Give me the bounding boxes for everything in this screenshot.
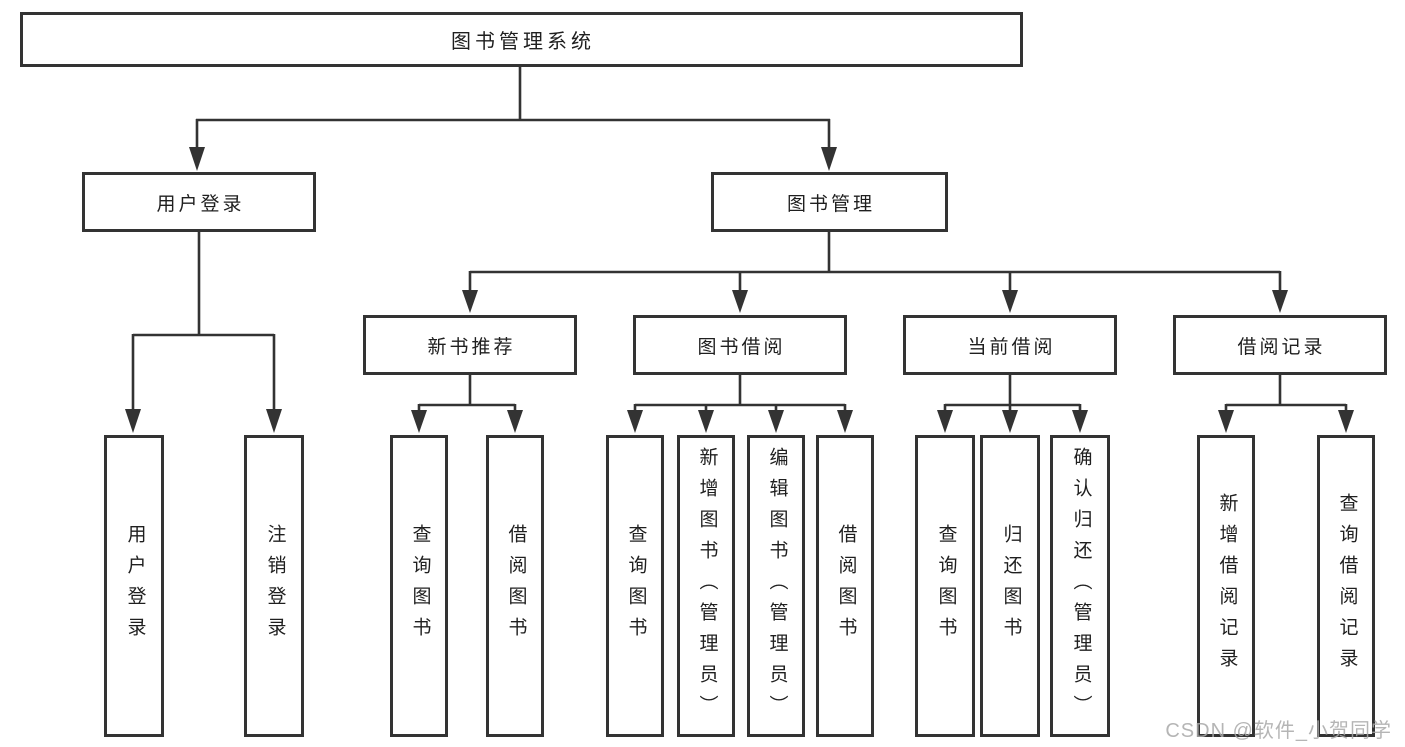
node-label: 当前借阅	[967, 336, 1056, 358]
leaf-return-books: 归还图书	[980, 435, 1040, 737]
leaf-edit-books-admin: 编辑图书（管理员）	[747, 435, 805, 737]
node-label: 借阅记录	[1237, 336, 1326, 358]
leaf-query-books-recommend: 查询图书	[390, 435, 448, 737]
node-book-borrowing: 图书借阅	[633, 315, 847, 375]
node-label: 用户登录	[156, 193, 245, 215]
leaf-query-books-current: 查询图书	[915, 435, 975, 737]
node-label: 确认归还（管理员）	[1070, 446, 1092, 726]
node-label: 借阅图书	[835, 524, 857, 648]
arrowheads	[125, 147, 1354, 433]
node-label: 图书管理	[786, 193, 875, 215]
node-borrowing-records: 借阅记录	[1173, 315, 1387, 375]
node-label: 查询图书	[409, 524, 431, 648]
node-library-management-system: 图书管理系统	[20, 12, 1023, 67]
node-label: 归还图书	[1000, 524, 1022, 648]
leaf-user-login: 用户登录	[104, 435, 164, 737]
node-label: 借阅图书	[505, 524, 527, 648]
leaf-borrow-books-recommend: 借阅图书	[486, 435, 544, 737]
node-label: 用户登录	[124, 524, 146, 648]
node-label: 查询图书	[935, 524, 957, 648]
node-label: 图书借阅	[697, 336, 786, 358]
csdn-watermark: CSDN @软件_小贺同学	[1165, 720, 1392, 742]
node-label: 新书推荐	[427, 336, 516, 358]
node-label: 编辑图书（管理员）	[766, 446, 788, 726]
leaf-confirm-return-admin: 确认归还（管理员）	[1050, 435, 1110, 737]
node-label: 新增借阅记录	[1216, 493, 1238, 679]
node-new-book-recommendation: 新书推荐	[363, 315, 577, 375]
node-label: 查询借阅记录	[1336, 493, 1358, 679]
leaf-borrow-books-borrowing: 借阅图书	[816, 435, 874, 737]
leaf-logout: 注销登录	[244, 435, 304, 737]
node-user-login: 用户登录	[82, 172, 316, 232]
node-label: 查询图书	[625, 524, 647, 648]
node-label: 新增图书（管理员）	[696, 446, 718, 726]
node-label: 图书管理系统	[451, 31, 595, 53]
leaf-query-books-borrowing: 查询图书	[606, 435, 664, 737]
node-current-borrowing: 当前借阅	[903, 315, 1117, 375]
leaf-add-books-admin: 新增图书（管理员）	[677, 435, 735, 737]
node-label: 注销登录	[264, 524, 286, 648]
leaf-add-borrow-record: 新增借阅记录	[1197, 435, 1255, 737]
node-book-management: 图书管理	[711, 172, 948, 232]
leaf-query-borrow-record: 查询借阅记录	[1317, 435, 1375, 737]
